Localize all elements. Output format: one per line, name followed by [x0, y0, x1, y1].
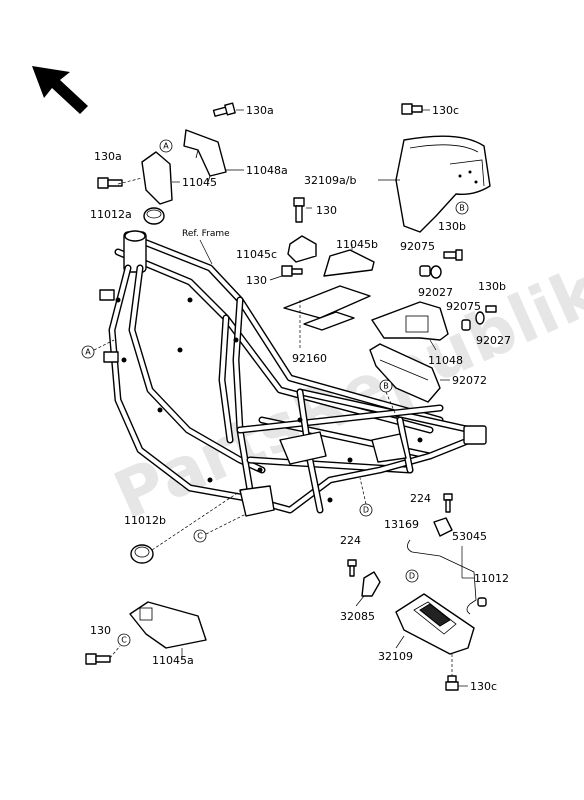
bracket-32085	[361, 571, 381, 597]
bolt-130c-bottom	[445, 675, 459, 691]
main-frame	[99, 230, 487, 517]
bracket-11045c	[287, 235, 317, 263]
label-11045a: 11045a	[152, 654, 194, 667]
bolt-130b-right	[485, 305, 497, 313]
bolt-130b-upper	[443, 249, 463, 261]
label-11012: 11012	[474, 572, 509, 585]
bracket-11048a	[183, 129, 227, 183]
label-92027-b: 92027	[476, 334, 511, 347]
spacer-92075-a	[419, 265, 431, 277]
bolt-130a-top	[212, 102, 236, 117]
label-11048: 11048	[428, 354, 463, 367]
ref-marker-c2: C	[117, 633, 131, 647]
label-92072: 92072	[452, 374, 487, 387]
spring-53045	[407, 539, 477, 615]
label-224-b: 224	[340, 534, 361, 547]
ref-marker-d2: D	[405, 569, 419, 583]
ref-marker-a1: A	[159, 139, 173, 153]
bracket-92072	[369, 343, 441, 403]
label-92075-b: 92075	[446, 300, 481, 313]
label-130c-bottom: 130c	[470, 680, 497, 693]
grommet-92027-a	[430, 265, 442, 279]
label-11012b: 11012b	[124, 514, 166, 527]
bracket-11045	[141, 151, 173, 205]
svg-text:D: D	[363, 506, 369, 515]
bolt-224-a	[443, 493, 453, 513]
label-13169: 13169	[384, 518, 419, 531]
label-92027-a: 92027	[418, 286, 453, 299]
label-11012a: 11012a	[90, 208, 132, 221]
bracket-11045a	[129, 601, 207, 649]
label-130b-right: 130b	[478, 280, 506, 293]
label-11048a: 11048a	[246, 164, 288, 177]
direction-arrow-icon	[32, 66, 88, 114]
svg-text:A: A	[163, 142, 169, 151]
label-130b-upper: 130b	[438, 220, 466, 233]
grommet-92027-b	[475, 311, 485, 325]
ref-marker-c1: C	[193, 529, 207, 543]
label-11045b: 11045b	[336, 238, 378, 251]
label-53045: 53045	[452, 530, 487, 543]
bolt-224-b	[347, 559, 357, 577]
bolt-130-mid	[293, 197, 305, 223]
ref-marker-b1: B	[455, 201, 469, 215]
label-32085: 32085	[340, 610, 375, 623]
label-92075-a: 92075	[400, 240, 435, 253]
spacer-92075-b	[461, 319, 471, 331]
bolt-130c-top	[401, 103, 423, 115]
svg-text:D: D	[409, 572, 415, 581]
grommet-11012b	[130, 544, 154, 564]
label-130c-top: 130c	[432, 104, 459, 117]
label-11045c: 11045c	[236, 248, 277, 261]
label-130a-top: 130a	[246, 104, 274, 117]
svg-text:A: A	[85, 348, 91, 357]
label-92160: 92160	[292, 352, 327, 365]
label-130-mid: 130	[316, 204, 337, 217]
svg-text:B: B	[383, 382, 389, 391]
label-32109ab: 32109a/b	[304, 174, 356, 187]
label-ref-frame: Ref. Frame	[182, 229, 230, 239]
ref-marker-d1: D	[359, 503, 373, 517]
svg-text:B: B	[459, 204, 465, 213]
ref-marker-a2: A	[81, 345, 95, 359]
label-130a-left: 130a	[94, 150, 122, 163]
svg-text:C: C	[197, 532, 203, 541]
pad-92160	[303, 311, 355, 331]
tray-32109	[395, 593, 475, 655]
label-224-a: 224	[410, 492, 431, 505]
label-130-small: 130	[246, 274, 267, 287]
bolt-130a-left	[97, 177, 123, 189]
clip-13169	[433, 517, 453, 537]
bolt-130-bottom	[85, 653, 111, 665]
svg-text:C: C	[121, 636, 127, 645]
bracket-11045b	[283, 249, 375, 319]
grommet-11012a	[143, 207, 165, 225]
label-32109: 32109	[378, 650, 413, 663]
bracket-11048	[371, 301, 449, 341]
cover-32109ab	[395, 135, 491, 233]
ref-marker-b2: B	[379, 379, 393, 393]
label-11045: 11045	[182, 176, 217, 189]
label-130-bottom: 130	[90, 624, 111, 637]
grommet-11012	[477, 597, 487, 607]
bolt-130-small	[281, 265, 303, 277]
